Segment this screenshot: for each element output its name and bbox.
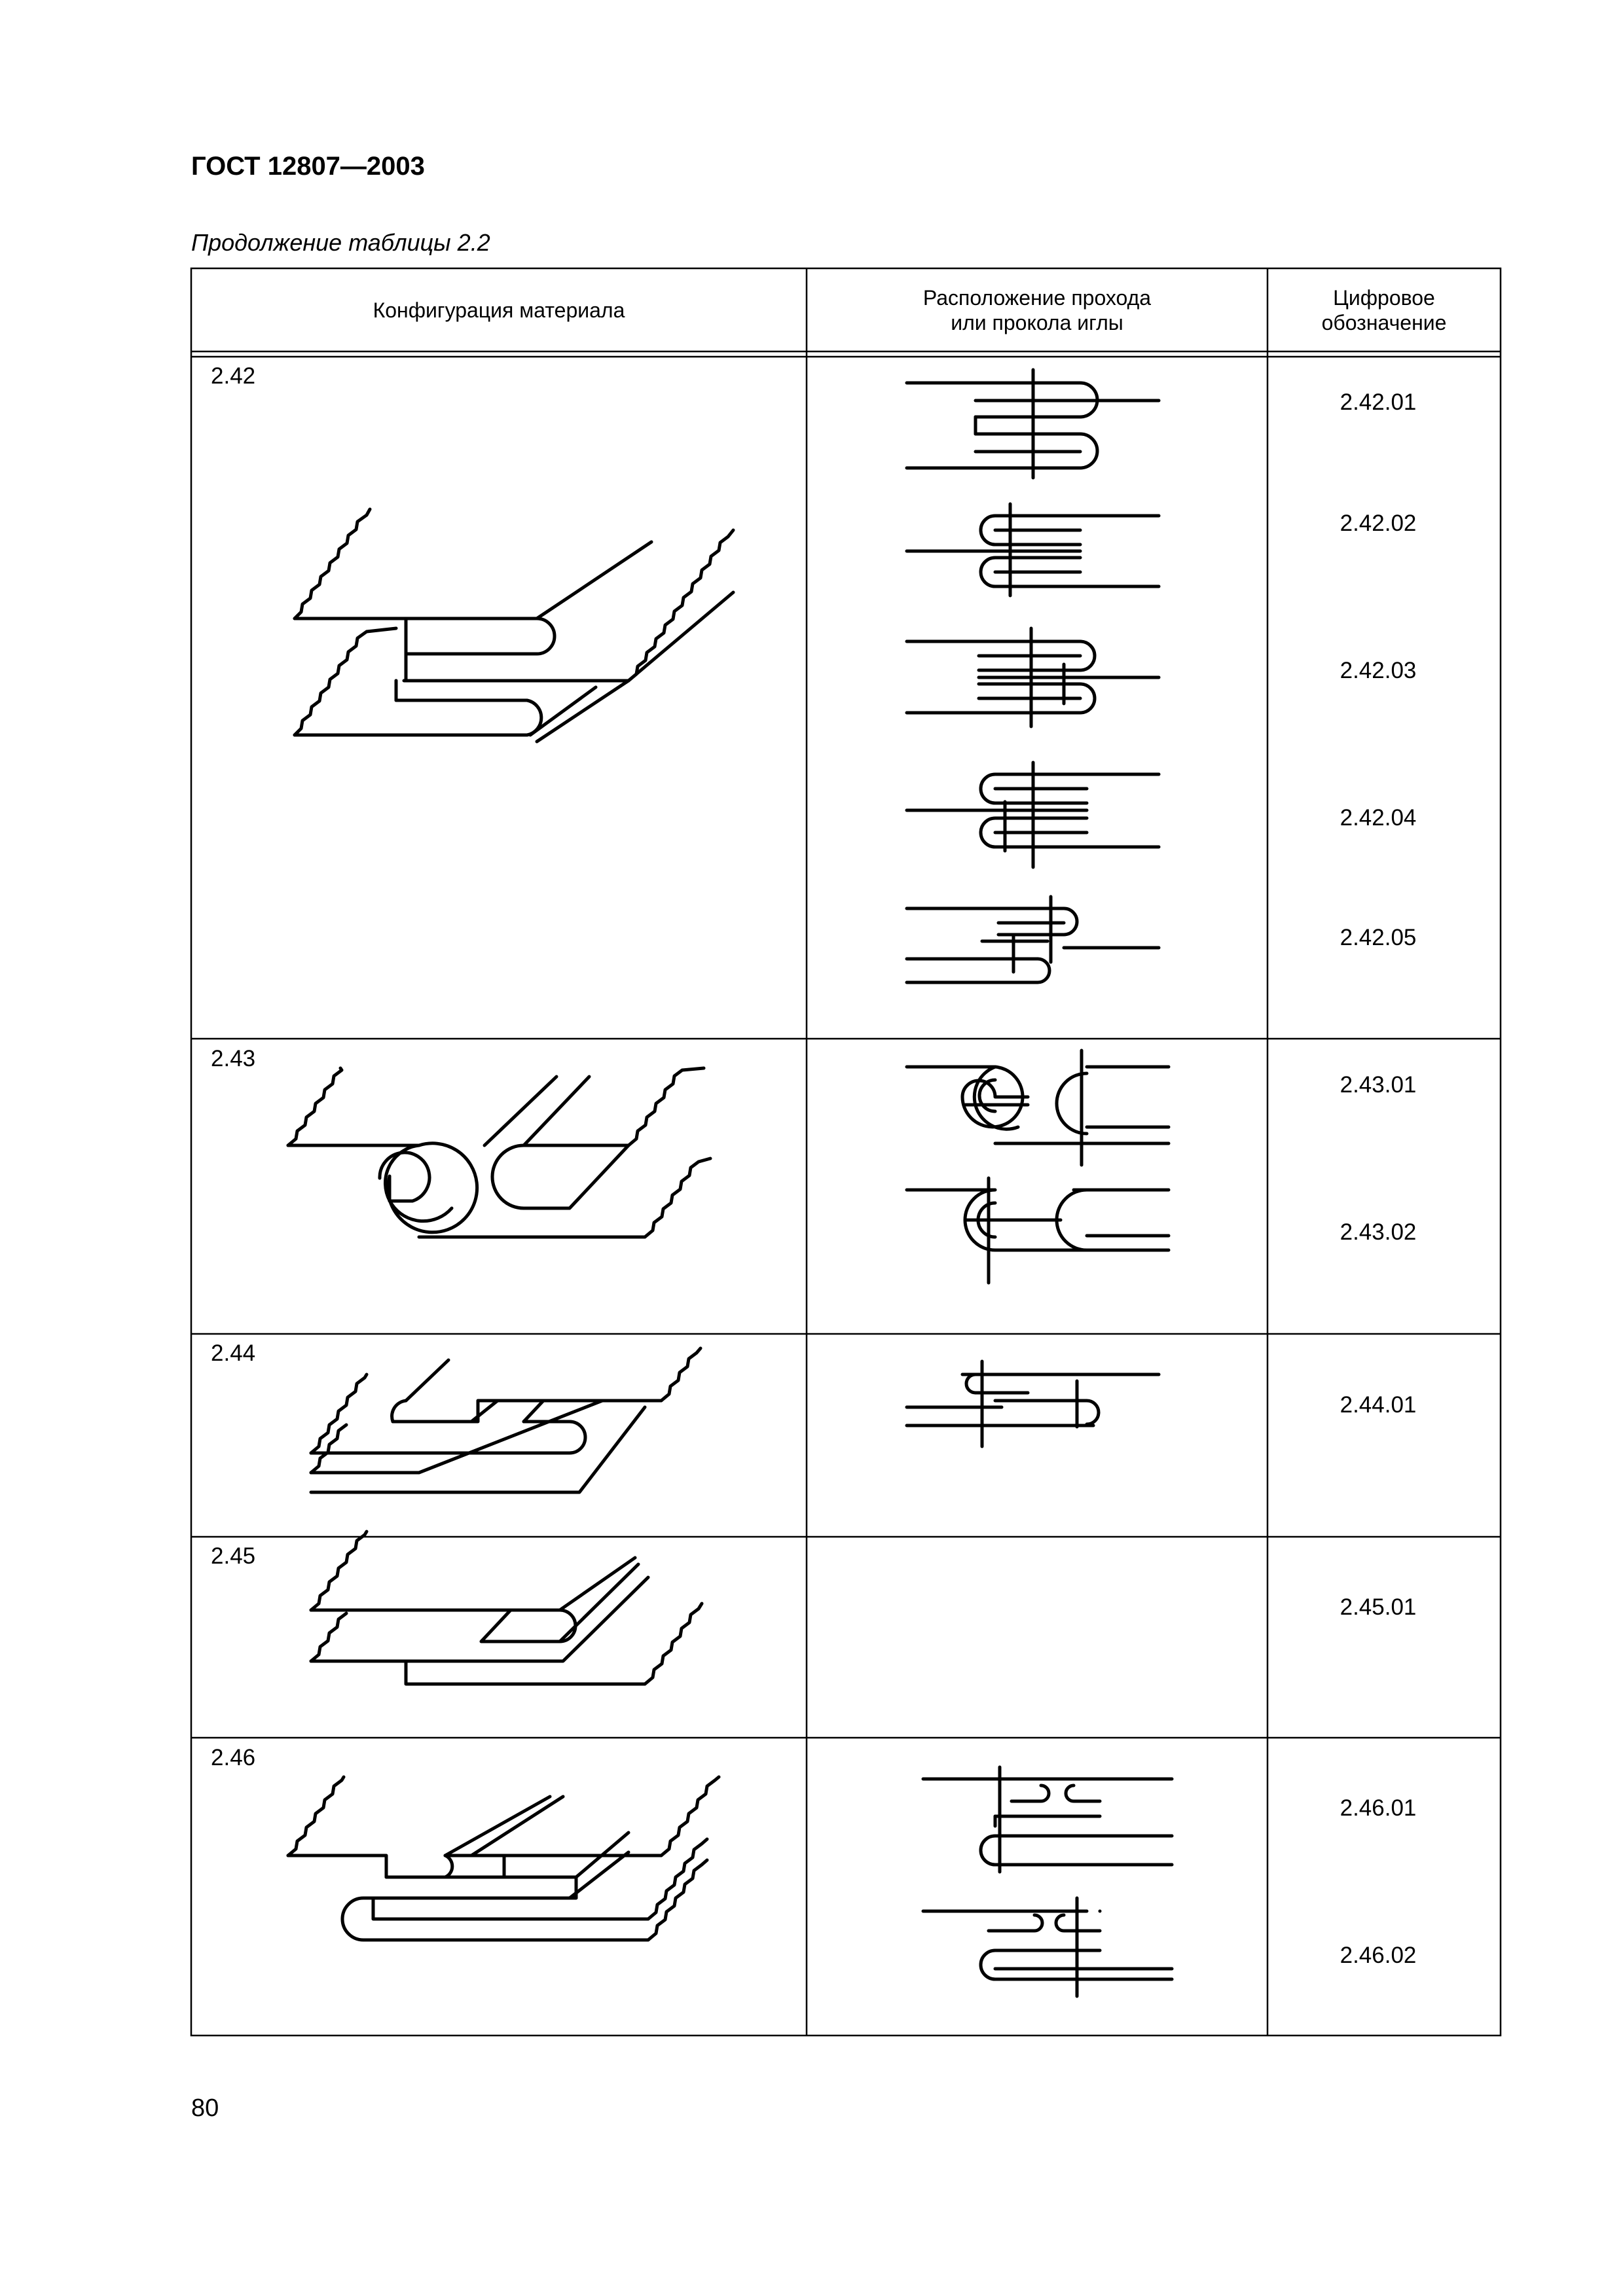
row-number: 2.45 (211, 1543, 256, 1569)
code-label: 2.42.05 (1340, 925, 1417, 950)
column-header-configuration: Конфигурация материала (373, 298, 625, 322)
needle-schema-2-44-01 (907, 1361, 1159, 1446)
code-label: 2.42.02 (1340, 511, 1417, 536)
table-caption: Продолжение таблицы 2.2 (191, 229, 490, 256)
column-header-needle-position: Расположение прохода или прокола иглы (922, 285, 1152, 334)
material-diagram-2-43 (288, 1068, 710, 1237)
code-label: 2.45.01 (1340, 1594, 1417, 1620)
material-diagram-2-45 (311, 1532, 702, 1684)
column-header-digital-code: Цифровое обозначение (1321, 285, 1447, 334)
needle-schema-2-46-02 (923, 1898, 1172, 1996)
material-diagram-2-46 (288, 1777, 719, 1940)
row-number: 2.42 (211, 363, 256, 389)
code-label: 2.42.03 (1340, 658, 1417, 683)
material-diagram-2-42 (295, 509, 733, 742)
row-number: 2.44 (211, 1340, 256, 1366)
needle-schema-2-42-02 (907, 504, 1159, 596)
code-label: 2.46.02 (1340, 1943, 1417, 1968)
code-label: 2.44.01 (1340, 1392, 1417, 1418)
code-label: 2.43.01 (1340, 1072, 1417, 1098)
document-header: ГОСТ 12807—2003 (191, 152, 425, 181)
needle-schema-2-42-05 (907, 897, 1159, 982)
needle-schema-2-42-04 (907, 762, 1159, 867)
needle-schema-2-43-01 (907, 1050, 1169, 1165)
page-number: 80 (191, 2094, 219, 2122)
needle-schema-2-42-03 (907, 628, 1159, 726)
code-label: 2.46.01 (1340, 1795, 1417, 1821)
needle-schema-2-43-02 (907, 1178, 1169, 1283)
material-diagram-2-44 (311, 1348, 701, 1492)
row-number: 2.46 (211, 1745, 256, 1770)
row-number: 2.43 (211, 1046, 256, 1071)
code-label: 2.43.02 (1340, 1219, 1417, 1245)
needle-schema-2-46-01 (923, 1767, 1172, 1872)
code-label: 2.42.01 (1340, 389, 1417, 415)
code-label: 2.42.04 (1340, 805, 1417, 831)
needle-schema-2-42-01 (907, 370, 1159, 478)
